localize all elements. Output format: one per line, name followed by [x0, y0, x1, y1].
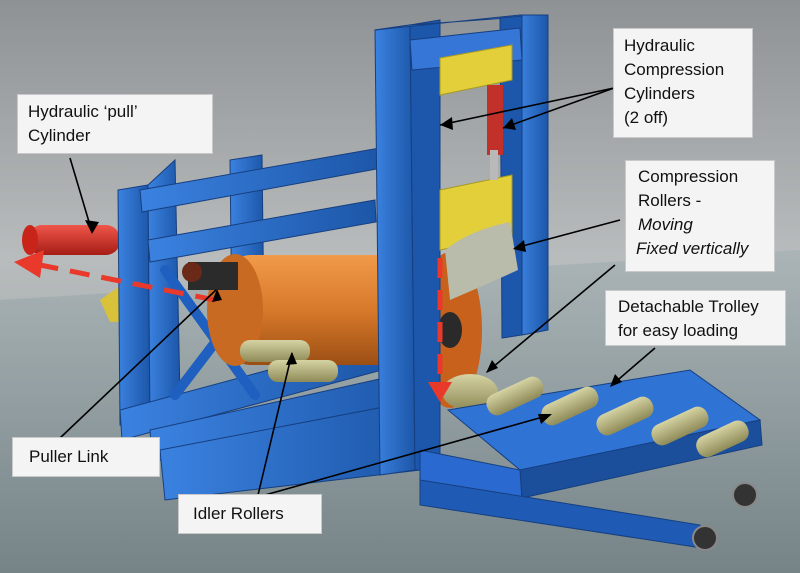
lower-roller: [442, 374, 498, 410]
label-line: Compression: [624, 60, 725, 79]
label-compression-rollers: Compression Rollers - Moving Fixed verti…: [625, 160, 775, 272]
label-line: Compression: [638, 167, 739, 186]
leader-lines: [59, 87, 656, 496]
compression-tower: [374, 14, 549, 476]
label-puller-link: Puller Link: [12, 437, 160, 477]
label-line: Idler Rollers: [193, 504, 284, 523]
label-line: Cylinder: [28, 126, 91, 145]
label-line: Hydraulic: [624, 36, 695, 55]
compression-roller: [445, 222, 518, 300]
compression-direction-arrow: [428, 258, 452, 402]
label-fixed-vertically: Fixed vertically: [636, 239, 749, 258]
label-line: (2 off): [624, 108, 669, 127]
leader-arrowheads: [85, 117, 622, 424]
pull-direction-arrow: [14, 250, 216, 303]
label-moving: Moving: [638, 215, 693, 234]
puller-link: [182, 262, 238, 290]
label-line: for easy loading: [618, 321, 739, 340]
hydraulic-pull-cylinder: [22, 225, 120, 255]
label-line: Detachable Trolley: [618, 297, 759, 316]
label-idler-rollers: Idler Rollers: [178, 494, 322, 534]
label-hydraulic-pull-cylinder: Hydraulic ‘pull’ Cylinder: [17, 94, 213, 154]
label-hydraulic-compression-cylinders: Hydraulic Compression Cylinders (2 off): [613, 28, 753, 138]
label-line: Rollers -: [638, 191, 702, 210]
trolley-rollers: [486, 376, 749, 458]
label-line: Puller Link: [29, 447, 109, 466]
label-line: Cylinders: [624, 84, 695, 103]
trolley-wheels: [692, 482, 758, 551]
compression-cylinders: [487, 85, 503, 180]
label-detachable-trolley: Detachable Trolley for easy loading: [605, 290, 786, 346]
label-line: Hydraulic ‘pull’: [28, 102, 138, 121]
